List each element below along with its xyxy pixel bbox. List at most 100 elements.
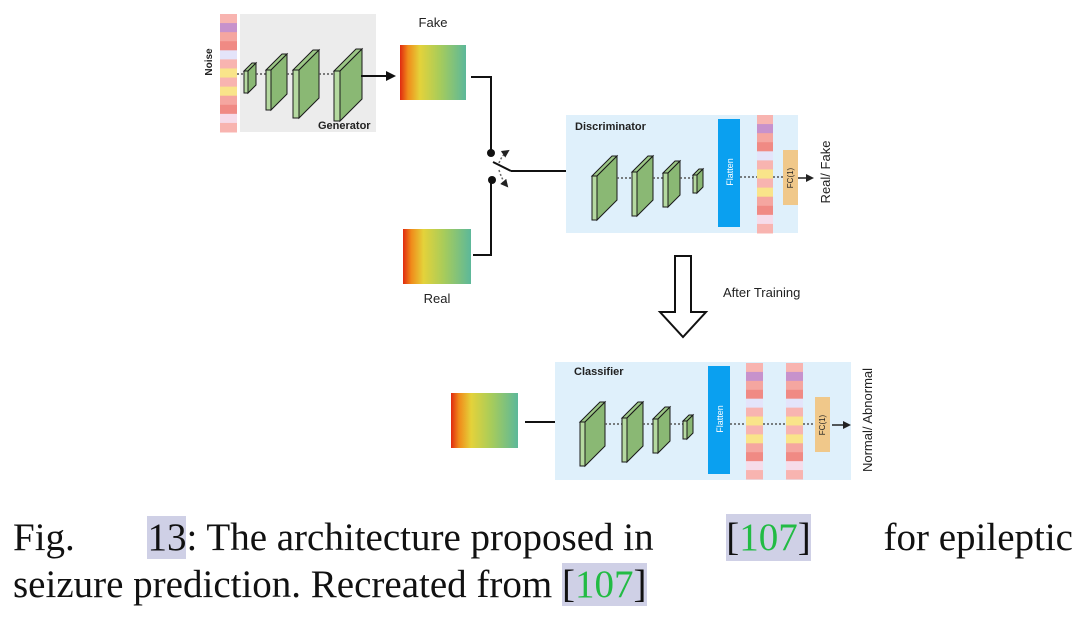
vector-cell [746, 443, 763, 453]
discriminator-title: Discriminator [575, 121, 647, 133]
fake-label: Fake [419, 15, 448, 30]
conv-layer [681, 413, 695, 441]
caption-citation-1[interactable]: [107] [726, 514, 811, 561]
caption-fig-prefix: Fig. [13, 516, 75, 559]
vector-cell [757, 205, 773, 216]
conv-layer [620, 400, 645, 464]
conv-layer [691, 167, 705, 195]
generator-title: Generator [318, 120, 371, 132]
caption-fig-number[interactable]: 13 [147, 516, 187, 559]
vector-cell [786, 389, 803, 400]
vector-cell [786, 461, 803, 471]
vector-cell [757, 178, 773, 189]
vector-cell [757, 196, 773, 207]
vector-cell [746, 452, 763, 462]
vector-cell [220, 50, 237, 60]
vector-cell [786, 425, 803, 435]
vector-cell [786, 380, 803, 391]
vector-cell [757, 214, 773, 225]
citation-number-2[interactable]: 107 [575, 563, 634, 606]
vector-cell [220, 113, 237, 124]
conv-layer [291, 48, 321, 120]
discriminator-flatten-label: Flatten [725, 158, 735, 186]
vector-cell [786, 407, 803, 418]
classifier-flatten-layer [708, 366, 730, 474]
vector-cell [746, 389, 763, 400]
classifier-conv-layers [578, 400, 695, 468]
vector-cell [220, 77, 237, 88]
vector-cell [757, 133, 773, 143]
vector-cell [757, 124, 773, 134]
vector-cell [220, 122, 237, 133]
fake-wire [471, 76, 492, 152]
classifier-fc-layer [815, 397, 830, 452]
vector-cell [746, 380, 763, 391]
caption-citation-2[interactable]: [107] [562, 563, 647, 606]
discriminator-flatten-layer [718, 119, 740, 227]
vector-cell [220, 32, 237, 42]
after-training-arrow-icon [657, 255, 709, 339]
vector-cell [757, 160, 773, 170]
vector-cell [786, 416, 803, 426]
classifier-fc-label: FC(1) [818, 414, 827, 435]
vector-cell [757, 142, 773, 152]
classifier-block: Classifier Flatten FC(1) Normal/ Abnorma… [555, 362, 875, 480]
caption-text-1: : The architecture proposed in [186, 516, 654, 559]
vector-cell [220, 68, 237, 79]
vector-cell [757, 115, 773, 125]
discriminator-conv-layers [590, 154, 705, 222]
switch-rotation-down-icon [498, 169, 509, 188]
input-switch [471, 76, 580, 256]
discriminator-fc-label: FC(1) [786, 167, 795, 188]
vector-cell [746, 416, 763, 426]
classifier-output-label: Normal/ Abnormal [860, 368, 875, 472]
gan-architecture-diagram: Noise Generator Fake Real Discriminator … [204, 14, 875, 480]
vector-cell [786, 452, 803, 462]
vector-cell [786, 434, 803, 444]
real-switch-contact [488, 176, 496, 184]
citation-number-1[interactable]: 107 [739, 516, 798, 559]
vector-cell [757, 187, 773, 198]
vector-cell [746, 434, 763, 444]
conv-layer [264, 52, 289, 112]
vector-cell [220, 95, 237, 106]
real-wire [473, 180, 492, 256]
after-training-label: After Training [723, 285, 800, 300]
vector-cell [786, 371, 803, 382]
vector-cell [786, 363, 803, 373]
fake-switch-contact [487, 149, 495, 157]
discriminator-output-label: Real/ Fake [818, 141, 833, 204]
conv-layer [578, 400, 607, 468]
classifier-title: Classifier [574, 366, 624, 378]
conv-layer [630, 154, 655, 218]
vector-cell [746, 461, 763, 471]
vector-cell [786, 398, 803, 409]
conv-layer [651, 405, 672, 455]
noise-vector [220, 14, 237, 133]
classifier-dense-vector-1 [746, 363, 763, 480]
vector-cell [220, 14, 237, 24]
conv-layer [661, 159, 682, 209]
vector-cell [220, 23, 237, 33]
generator-block: Noise Generator [204, 14, 396, 133]
generator-conv-layers [237, 47, 364, 123]
real-label: Real [424, 291, 451, 306]
switch-lever [492, 161, 512, 172]
conv-layer [332, 47, 364, 123]
vector-cell [220, 104, 237, 115]
fake-image [400, 45, 466, 100]
classifier-dense-vector-2 [786, 363, 803, 480]
discriminator-block: Discriminator Flatten FC(1) Real/ Fake [566, 115, 833, 234]
vector-cell [757, 169, 773, 180]
vector-cell [746, 407, 763, 418]
vector-cell [757, 223, 773, 234]
vector-cell [220, 41, 237, 51]
vector-cell [746, 425, 763, 435]
caption-line-1: Fig. 13: The architecture proposed in [1… [13, 514, 1073, 561]
switch-rotation-up-icon [498, 149, 510, 164]
conv-layer [242, 61, 258, 95]
figure-caption: Fig. 13: The architecture proposed in [1… [13, 514, 1073, 608]
vector-cell [786, 443, 803, 453]
caption-text-2: for epileptic [883, 516, 1074, 559]
noise-label: Noise [204, 48, 215, 76]
